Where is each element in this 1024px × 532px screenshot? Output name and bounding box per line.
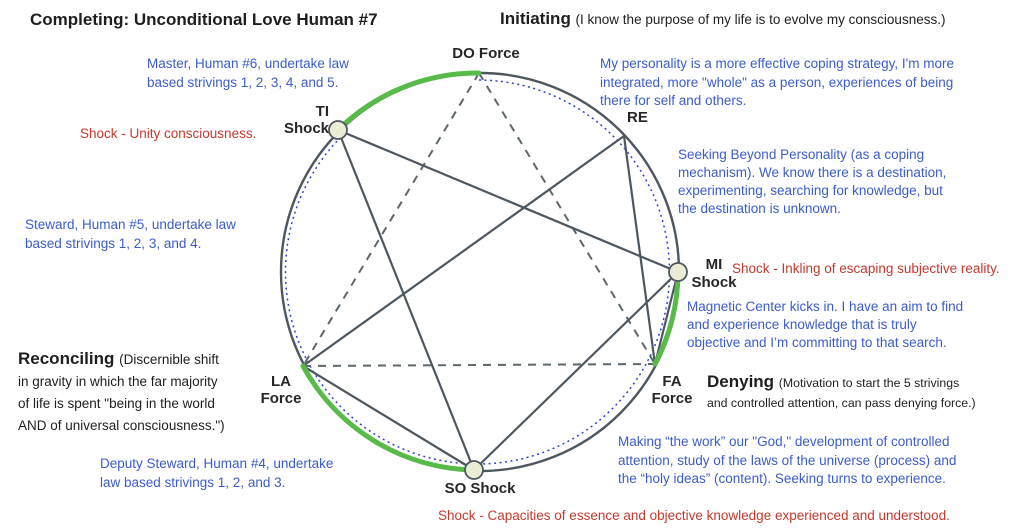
green-arc-TI-DO: [335, 70, 482, 133]
dotted-progress-arc: [284, 79, 671, 465]
green-arc-SO-LA: [300, 363, 477, 473]
chord-LA-RE: [302, 135, 625, 367]
header-reconciling-line-4: AND of universal consciousness."): [18, 418, 225, 433]
node-marker-MI: [668, 262, 688, 282]
header-denying-line-2: and controlled attention, can pass denyi…: [707, 396, 976, 410]
annotation-deputy-steward-line-2: law based strivings 1, 2, and 3.: [100, 474, 286, 490]
chord-FA-MI: [653, 271, 680, 365]
annotation-making-the-work-line-2: attention, study of the laws of the univ…: [618, 452, 957, 468]
annotation-deputy-steward: Deputy Steward, Human #4, undertake law b…: [100, 455, 333, 492]
slide-title-line-1: Completing: Unconditional Love Human #7: [30, 10, 378, 29]
shock-inkling: Shock - Inkling of escaping subjective r…: [732, 260, 1000, 277]
shock-unity-line-1: Shock - Unity consciousness.: [80, 126, 257, 141]
header-denying: Denying (Motivation to start the 5 striv…: [707, 372, 976, 413]
header-initiating-head: Initiating: [500, 9, 576, 28]
label-fa-force-line-2: Force: [651, 389, 693, 407]
header-reconciling-head: Reconciling: [18, 349, 120, 368]
header-reconciling-line-2: in gravity in which the far majority: [18, 374, 218, 389]
label-ti-shock-line-1: TI: [315, 103, 329, 120]
annotation-magnetic-center-line-1: Magnetic Center kicks in. I have an aim …: [687, 299, 964, 314]
header-denying-head: Denying: [707, 372, 779, 391]
chord-TI-SO: [336, 129, 476, 471]
header-reconciling: Reconciling (Discernible shift in gravity…: [18, 348, 225, 437]
annotation-steward-line-2: based strivings 1, 2, 3, and 4.: [25, 235, 202, 251]
annotation-steward: Steward, Human #5, undertake law based st…: [25, 216, 236, 253]
label-so-shock: SO Shock: [444, 480, 516, 498]
label-ti-shock-line-2: Shock: [283, 119, 329, 137]
annotation-magnetic-center: Magnetic Center kicks in. I have an aim …: [687, 298, 963, 352]
chord-SO-LA: [302, 365, 475, 471]
chord-SO-MI: [473, 271, 679, 471]
label-re: RE: [627, 109, 648, 127]
shock-inkling-line-1: Shock - Inkling of escaping subjective r…: [732, 261, 1000, 276]
slide-title: Completing: Unconditional Love Human #7: [30, 10, 378, 30]
annotation-deputy-steward-line-1: Deputy Steward, Human #4, undertake: [100, 456, 334, 471]
header-reconciling-line-3: of life is spent "being in the world: [18, 396, 215, 411]
chord-RE-FA: [622, 135, 657, 365]
annotation-seeking: Seeking Beyond Personality (as a coping m…: [678, 146, 946, 218]
label-so-shock-line-1: SO Shock: [444, 480, 516, 497]
header-initiating: Initiating (I know the purpose of my lif…: [500, 8, 945, 30]
header-initiating-line-1: (I know the purpose of my life is to evo…: [575, 12, 946, 27]
annotation-personality-line-3: there for self and others.: [600, 93, 747, 108]
annotation-magnetic-center-line-3: objective and I’m committing to that sea…: [687, 335, 947, 350]
annotation-magnetic-center-line-2: and experience knowledge that is truly: [687, 317, 917, 332]
label-fa-force-line-1: FA: [662, 373, 682, 390]
annotation-master-line-1: Master, Human #6, undertake law: [147, 56, 349, 71]
annotation-seeking-line-4: the destination is unknown.: [678, 201, 841, 216]
label-mi-shock-line-1: MI: [705, 256, 723, 273]
label-mi-shock-line-2: Shock: [691, 274, 737, 291]
dashed-chord-DO-FA: [478, 72, 656, 365]
node-marker-SO: [464, 460, 484, 480]
annotation-master: Master, Human #6, undertake law based str…: [147, 55, 349, 92]
node-marker-TI: [328, 120, 348, 140]
label-do-force: DO Force: [452, 45, 520, 63]
annotation-seeking-line-3: experimenting, searching for knowledge, …: [678, 183, 943, 198]
annotation-personality-line-2: integrated, more "whole" as a person, ex…: [600, 74, 954, 90]
annotation-making-the-work: Making “the work” our "God," development…: [618, 433, 956, 489]
shock-capacities-line-1: Shock - Capacities of essence and object…: [438, 508, 950, 523]
annotation-seeking-line-1: Seeking Beyond Personality (as a coping: [678, 147, 925, 162]
header-denying-line-1: (Motivation to start the 5 strivings: [778, 376, 960, 390]
annotation-master-line-2: based strivings 1, 2, 3, 4, and 5.: [147, 74, 339, 90]
shock-capacities: Shock - Capacities of essence and object…: [438, 507, 950, 524]
annotation-personality-line-1: My personality is a more effective copin…: [600, 56, 954, 71]
annotation-making-the-work-line-3: the “holy ideas” (content). Seeking turn…: [618, 471, 946, 486]
label-la-force-line-2: Force: [260, 389, 302, 407]
annotation-steward-line-1: Steward, Human #5, undertake law: [25, 217, 236, 232]
annotation-making-the-work-line-1: Making “the work” our "God," development…: [618, 434, 950, 449]
dashed-chord-DO-LA: [302, 72, 480, 367]
header-reconciling-line-1: (Discernible shift: [119, 352, 219, 367]
annotation-seeking-line-2: mechanism). We know there is a destinati…: [678, 165, 947, 180]
chord-TI-MI: [337, 128, 679, 274]
label-re-line-1: RE: [627, 109, 648, 126]
label-do-force-line-1: DO Force: [452, 45, 520, 62]
dashed-chord-LA-FA: [302, 363, 656, 367]
label-la-force-line-1: LA: [270, 373, 291, 390]
annotation-personality: My personality is a more effective copin…: [600, 55, 954, 111]
shock-unity: Shock - Unity consciousness.: [80, 125, 256, 142]
